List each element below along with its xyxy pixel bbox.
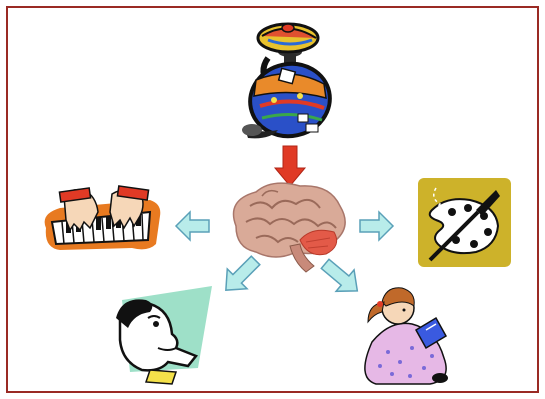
cooking-pot-icon — [242, 22, 332, 139]
output-arrow-left — [174, 210, 210, 242]
output-arrow-down-left — [225, 255, 261, 291]
output-arrow-down-right — [320, 258, 359, 293]
piano-hands-icon — [44, 185, 161, 250]
brain-icon — [232, 182, 346, 273]
reading-girl-icon — [364, 287, 448, 385]
art-palette-icon — [418, 178, 511, 267]
output-arrow-right — [359, 210, 395, 242]
cartoon-face-icon — [116, 286, 212, 385]
input-arrow — [273, 145, 307, 187]
diagram-frame — [6, 6, 539, 393]
